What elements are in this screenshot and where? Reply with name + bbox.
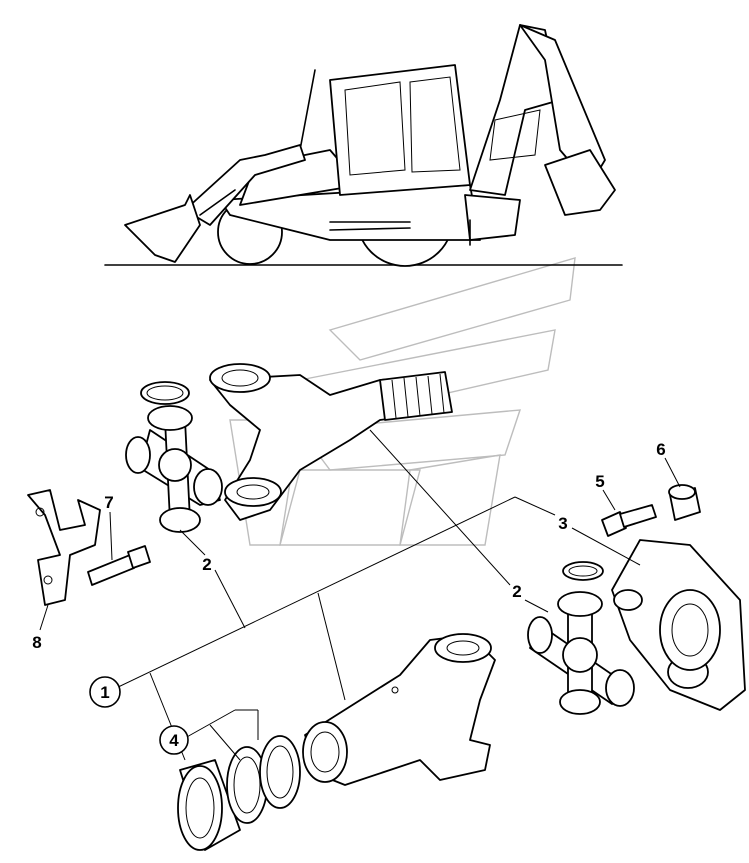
slip-yoke — [302, 633, 496, 786]
callout-2-upper: 2 — [202, 555, 211, 574]
callout-6: 6 — [656, 440, 665, 459]
bolt-long — [87, 545, 151, 586]
clamp-bracket — [27, 489, 101, 606]
svg-text:2: 2 — [202, 555, 211, 574]
flange-bearing — [611, 539, 746, 711]
svg-text:5: 5 — [595, 472, 604, 491]
dust-cap-nut — [177, 759, 241, 851]
callout-8: 8 — [32, 633, 41, 652]
callout-7: 7 — [104, 493, 113, 512]
svg-text:7: 7 — [104, 493, 113, 512]
callout-5: 5 — [595, 472, 604, 491]
washer-inner — [259, 735, 301, 809]
universal-joint-cross-right — [527, 591, 635, 715]
exhaust-stack — [299, 69, 316, 151]
splined-yoke — [209, 363, 453, 521]
svg-text:2: 2 — [512, 582, 521, 601]
bolt-short — [601, 504, 657, 537]
snap-ring-right — [562, 561, 604, 581]
backhoe-loader-illustration — [104, 24, 623, 267]
callout-1: 1 — [89, 676, 121, 708]
svg-text:3: 3 — [558, 514, 567, 533]
svg-text:6: 6 — [656, 440, 665, 459]
callout-3: 3 — [558, 514, 567, 533]
snap-ring-upper — [140, 381, 190, 405]
nut — [668, 484, 701, 521]
svg-text:4: 4 — [169, 731, 179, 750]
callout-2-right: 2 — [512, 582, 521, 601]
svg-text:1: 1 — [100, 683, 109, 702]
universal-joint-cross-upper — [125, 405, 223, 533]
svg-text:8: 8 — [32, 633, 41, 652]
callout-4: 4 — [159, 725, 189, 755]
